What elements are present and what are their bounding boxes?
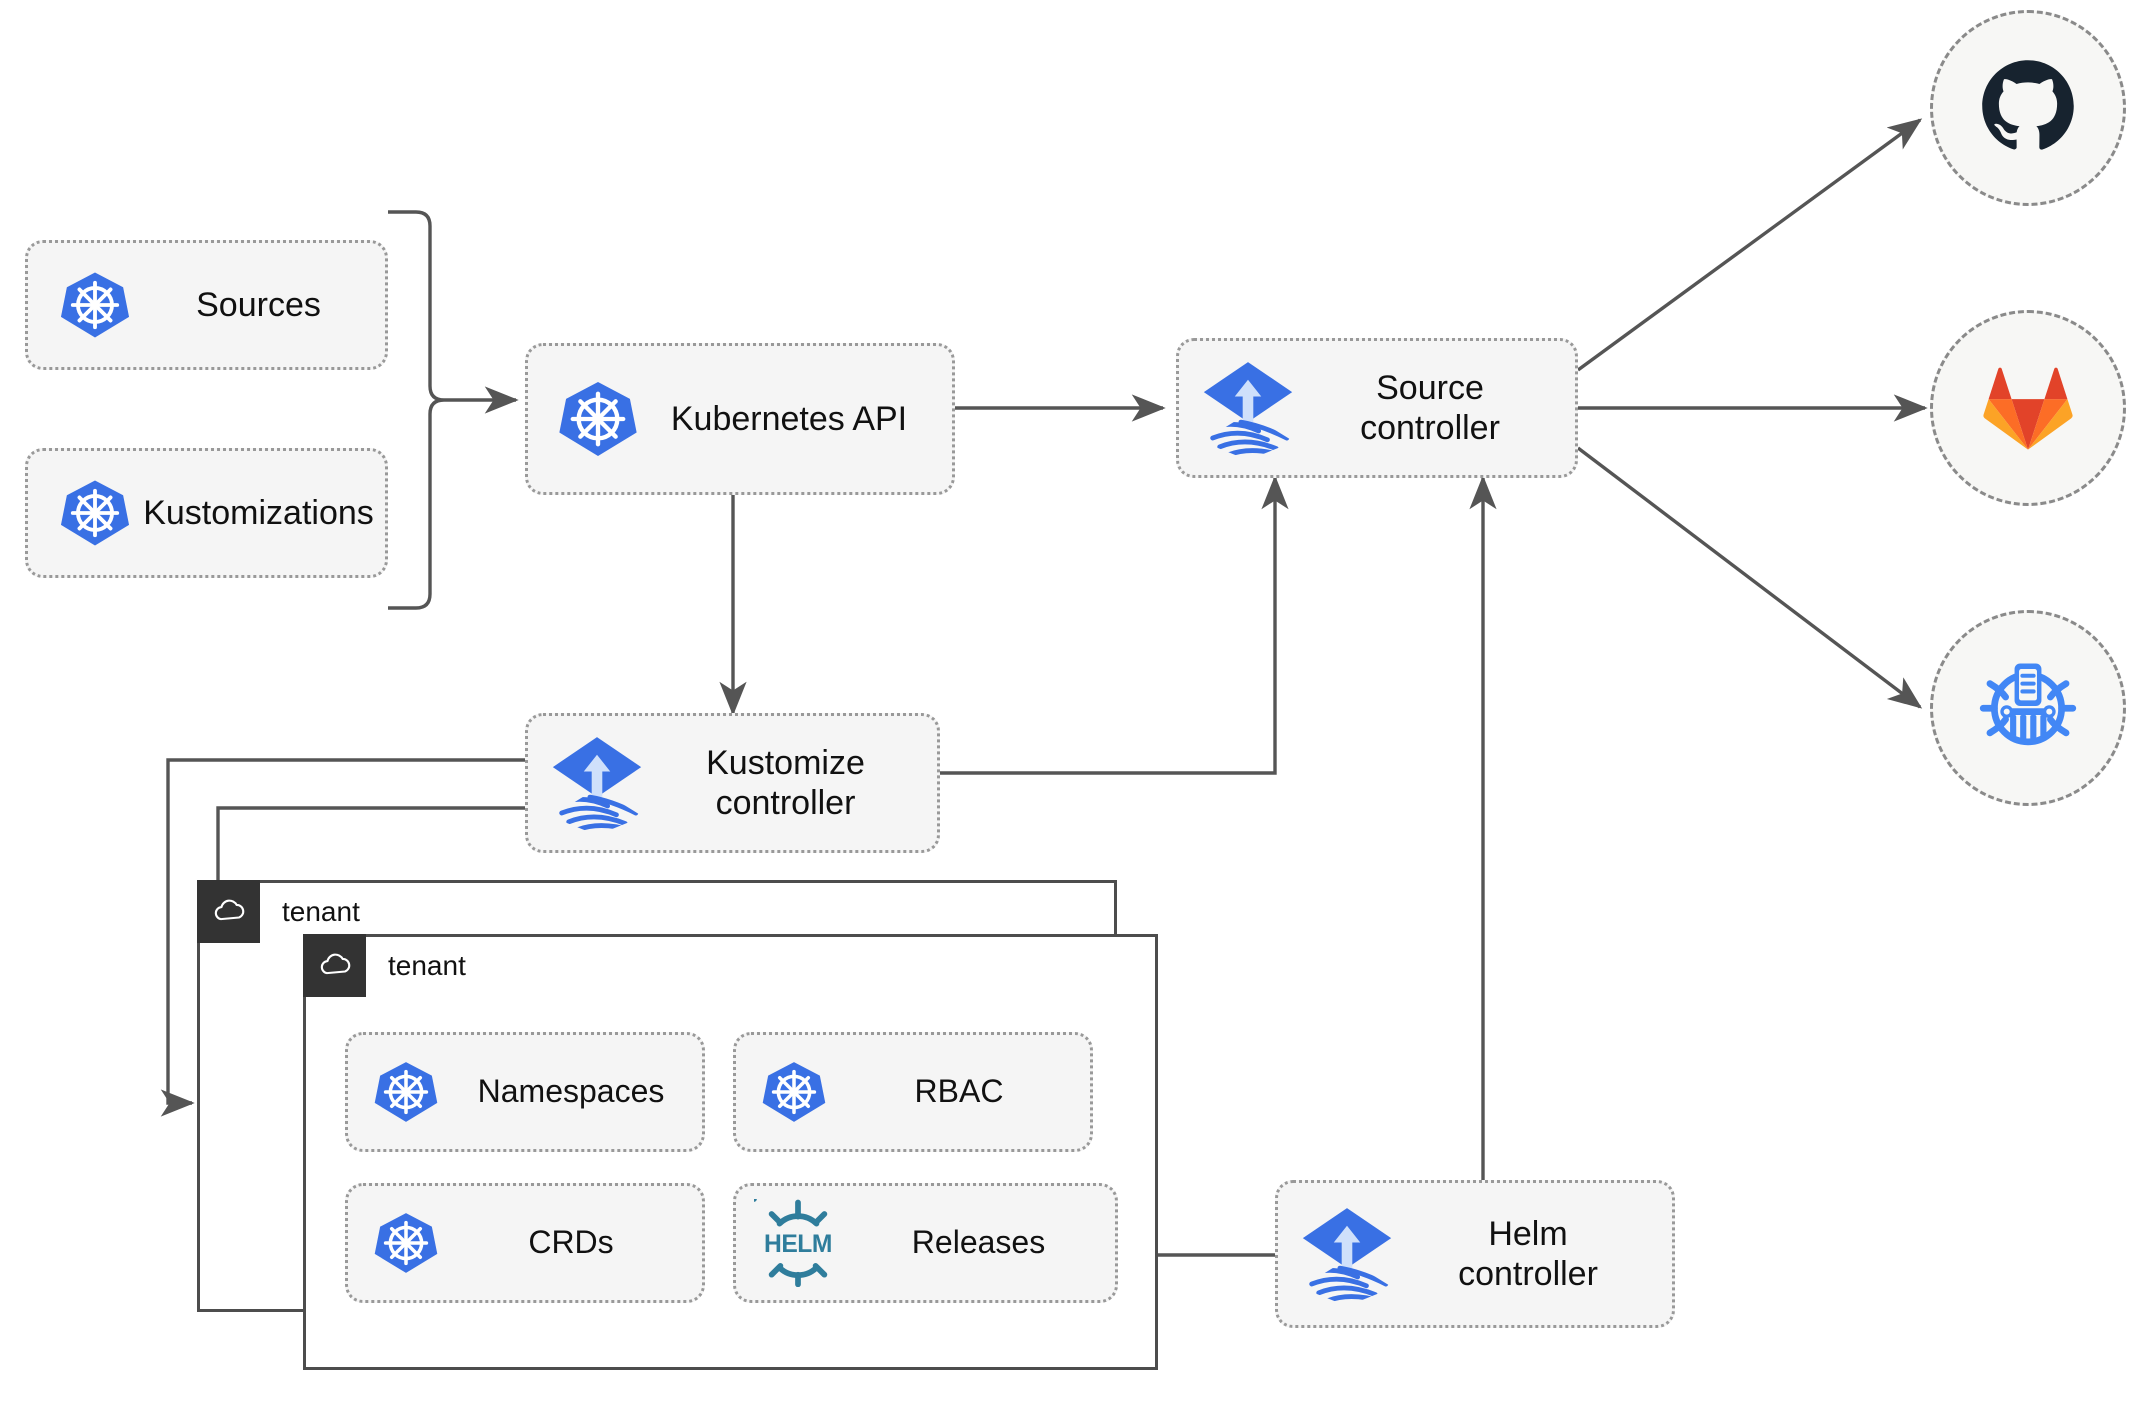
helm-icon: HELM [754,1199,842,1287]
tenant-label: tenant [282,895,360,927]
flux-icon [1294,1201,1400,1307]
kubernetes-icon [58,476,132,550]
node-rbac[interactable]: RBAC [733,1032,1093,1152]
endpoint-gitlab[interactable] [1930,310,2126,506]
node-label: Sources [196,285,321,324]
flux-icon [1195,355,1301,461]
kubernetes-icon [760,1058,828,1126]
node-label: RBAC [914,1073,1004,1110]
node-label: CRDs [528,1224,614,1261]
node-kustomizations[interactable]: Kustomizations [25,448,388,578]
node-label: Helm controller [1458,1214,1598,1293]
harbor-icon [1972,650,2084,767]
github-icon [1976,54,2080,163]
endpoint-harbor[interactable] [1930,610,2126,806]
endpoint-github[interactable] [1930,10,2126,206]
node-crds[interactable]: CRDs [345,1183,705,1303]
flux-icon [544,730,650,836]
node-label: Kustomize controller [706,743,865,822]
group-brace [388,210,445,610]
tenant-titlebar: tenant [303,934,466,997]
node-label: Releases [911,1224,1046,1261]
tenant-window-front: tenant [303,934,1158,1370]
node-label: Source controller [1360,368,1500,447]
node-helm-controller[interactable]: Helm controller [1275,1180,1675,1328]
node-sources[interactable]: Sources [25,240,388,370]
node-label: Kustomizations [143,493,374,532]
edge-source-github [1576,118,1923,372]
edge-kustomize-source [940,475,1289,775]
edge-source-harbor [1576,446,1923,709]
cloud-icon [197,880,260,943]
node-kustomize-controller[interactable]: Kustomize controller [525,713,940,853]
kubernetes-icon [556,377,640,461]
gitlab-icon [1976,354,2080,463]
cloud-icon [303,934,366,997]
node-label: Namespaces [477,1073,665,1110]
node-source-controller[interactable]: Source controller [1176,338,1578,478]
kubernetes-icon [58,268,132,342]
kubernetes-icon [372,1058,440,1126]
tenant-label: tenant [388,949,466,981]
node-releases[interactable]: HELM Releases [733,1183,1118,1303]
node-label: Kubernetes API [670,399,908,438]
node-namespaces[interactable]: Namespaces [345,1032,705,1152]
node-kubernetes-api[interactable]: Kubernetes API [525,343,955,495]
svg-text:HELM: HELM [764,1231,832,1258]
kubernetes-icon [372,1209,440,1277]
